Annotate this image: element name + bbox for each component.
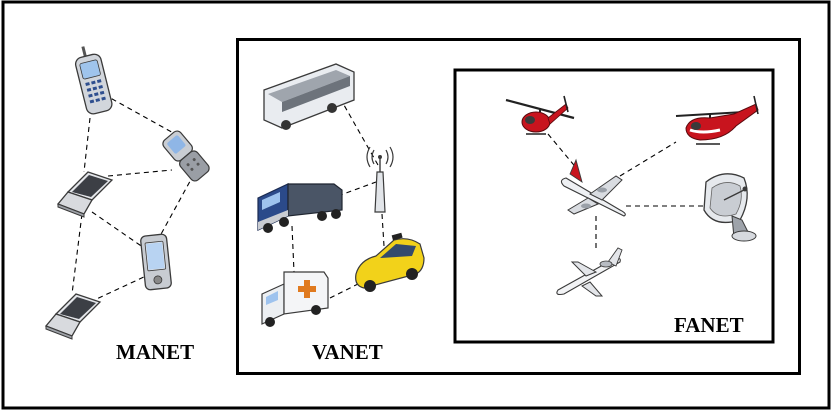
helicopter-icon <box>675 95 759 145</box>
vanet-links <box>291 97 385 299</box>
flip-phone-icon <box>162 130 210 182</box>
helicopter-icon <box>505 95 575 135</box>
cell-phone-icon <box>74 46 113 115</box>
fanet-frame <box>453 68 775 344</box>
pda-icon <box>140 233 172 291</box>
bus-icon <box>263 63 355 130</box>
laptop-icon <box>44 293 102 340</box>
fanet-links <box>547 133 708 248</box>
vanet-frame <box>236 38 801 375</box>
business-jet-icon <box>556 247 623 297</box>
satellite-dish-icon <box>703 173 757 242</box>
fanet-label: FANET <box>674 313 744 337</box>
truck-icon <box>257 183 343 233</box>
manet-links <box>71 89 195 303</box>
taxi-icon <box>355 232 425 292</box>
vanet-label: VANET <box>312 340 383 364</box>
ambulance-icon <box>261 271 329 327</box>
manet-label: MANET <box>116 340 194 364</box>
laptop-icon <box>56 171 114 218</box>
airliner-icon <box>560 158 626 217</box>
cell-tower-icon <box>366 146 394 213</box>
